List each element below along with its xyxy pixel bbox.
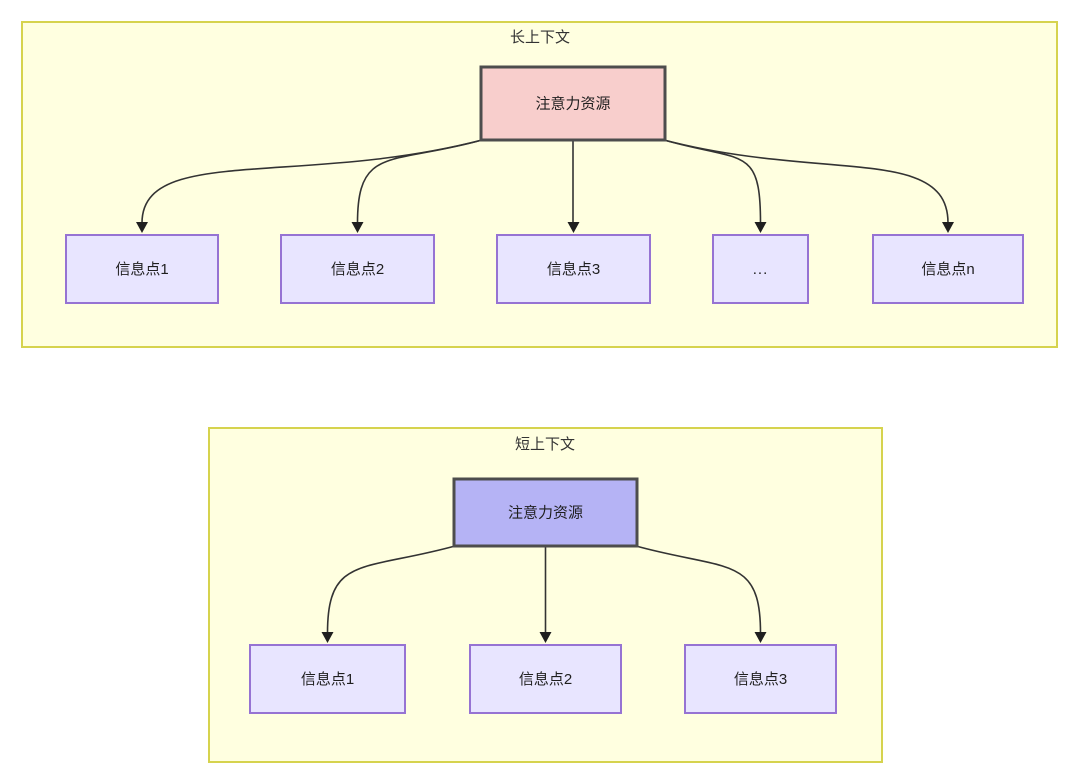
arrowhead-icon-long-context-4 — [754, 222, 767, 233]
edge-long-context-to-info-5 — [663, 139, 949, 224]
arrowhead-icon-long-context-2 — [351, 222, 364, 233]
node-info-point-short-context-1[interactable] — [249, 644, 406, 714]
edge-layer — [136, 139, 954, 643]
arrowhead-icon-short-context-1 — [321, 632, 334, 643]
node-info-point-label-long-context-4: ... — [753, 261, 769, 278]
arrowhead-icon-long-context-3 — [567, 222, 580, 233]
node-info-point-long-context-4[interactable] — [712, 234, 809, 304]
arrowhead-icon-long-context-5 — [942, 222, 954, 233]
edge-short-context-to-info-1 — [326, 545, 456, 634]
node-info-point-label-long-context-1: 信息点1 — [115, 261, 168, 278]
container-title-long-context: 长上下文 — [510, 29, 570, 46]
node-info-point-long-context-2[interactable] — [280, 234, 435, 304]
node-attention-resource-label-long-context: 注意力资源 — [535, 94, 610, 112]
container-title-short-context: 短上下文 — [515, 436, 575, 453]
node-info-point-label-long-context-2: 信息点2 — [331, 261, 384, 278]
node-info-point-label-long-context-3: 信息点3 — [547, 261, 600, 278]
edge-short-context-to-info-3 — [635, 545, 762, 634]
edge-long-context-to-info-2 — [356, 139, 483, 224]
node-attention-resource-label-short-context: 注意力资源 — [508, 503, 583, 521]
node-attention-resource-short-context[interactable] — [452, 477, 639, 548]
node-info-point-short-context-3[interactable] — [684, 644, 837, 714]
node-info-point-long-context-3[interactable] — [496, 234, 651, 304]
node-info-point-short-context-2[interactable] — [469, 644, 622, 714]
node-info-point-label-short-context-3: 信息点3 — [734, 671, 787, 688]
arrowhead-icon-short-context-2 — [539, 632, 552, 643]
node-attention-resource-long-context[interactable] — [479, 65, 667, 142]
node-info-point-long-context-5[interactable] — [872, 234, 1024, 304]
node-info-point-label-short-context-2: 信息点2 — [519, 671, 572, 688]
node-layer — [65, 65, 1024, 714]
arrowhead-icon-short-context-3 — [754, 632, 767, 643]
node-info-point-label-short-context-1: 信息点1 — [301, 671, 354, 688]
node-info-point-label-long-context-5: 信息点n — [921, 261, 974, 278]
node-info-point-long-context-1[interactable] — [65, 234, 219, 304]
arrowhead-icon-long-context-1 — [136, 222, 148, 233]
